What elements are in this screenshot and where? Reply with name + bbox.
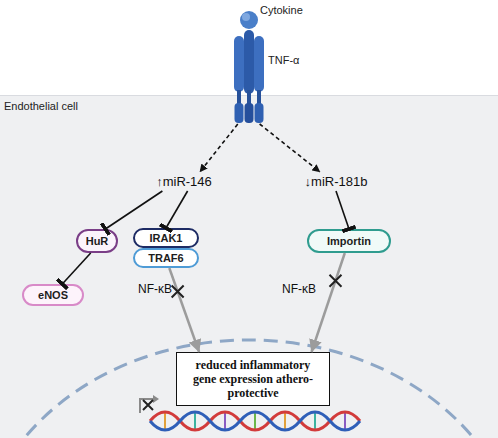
- node-label: ↓miR-181b: [305, 174, 368, 189]
- edge-label: NF-κB: [282, 282, 316, 296]
- receptor-chain: [234, 36, 244, 92]
- receptor-chain: [244, 30, 254, 94]
- node-label: TRAF6: [148, 252, 183, 264]
- part-label: Endothelial cell: [4, 100, 78, 112]
- node-label: ↑miR-146: [156, 174, 212, 189]
- part-label: TNF-α: [268, 54, 299, 66]
- outcome-box: reduced inflammatory gene expression ath…: [176, 352, 330, 406]
- protein-pill: eNOS: [22, 284, 84, 306]
- mirna-label: ↑miR-146: [148, 172, 220, 191]
- node-label: Importin: [327, 235, 371, 247]
- receptor-complex: CytokineTNF-α: [226, 4, 310, 124]
- node-label: reduced inflammatory gene expression ath…: [185, 358, 321, 400]
- cytokine-ligand: [240, 11, 258, 29]
- cell-region: Endothelial cell ↑miR-146 ↓miR-181bHuR IRAK…: [0, 95, 498, 438]
- ligand-highlight: [242, 13, 250, 21]
- protein-pill: TRAF6: [133, 248, 199, 268]
- node-label: eNOS: [38, 289, 68, 301]
- mirna-label: ↓miR-181b: [296, 172, 376, 191]
- protein-pill: HuR: [76, 229, 118, 253]
- node-label: IRAK1: [149, 232, 182, 244]
- node-label: HuR: [86, 235, 109, 247]
- receptor-chain: [254, 36, 264, 92]
- edge-label: NF-κB: [138, 282, 172, 296]
- part-label: Cytokine: [260, 4, 303, 16]
- protein-pill: IRAK1: [133, 228, 199, 248]
- protein-pill: Importin: [307, 229, 391, 253]
